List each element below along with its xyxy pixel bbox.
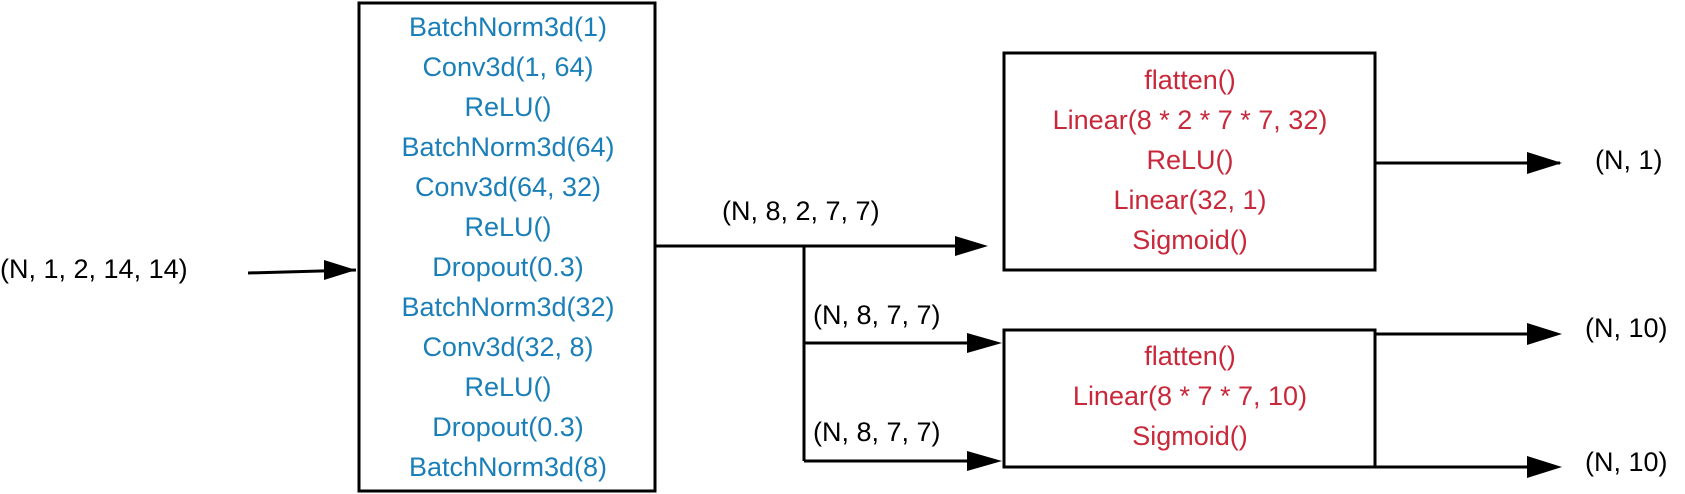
encoder-layer-1: BatchNorm3d(1) (409, 12, 607, 42)
top-head-arrowhead (955, 236, 988, 256)
encoder-layer-4: BatchNorm3d(64) (401, 132, 614, 162)
encoder-layer-3: ReLU() (464, 92, 551, 122)
branch-1-arrowhead (967, 333, 1002, 353)
bottom-head-block (1002, 328, 1377, 469)
top-head-layer-1: flatten() (1144, 65, 1236, 95)
bottom-head-layer-3: Sigmoid() (1132, 421, 1248, 451)
encoder-output-shape-label: (N, 8, 2, 7, 7) (722, 196, 880, 226)
input-shape-label: (N, 1, 2, 14, 14) (0, 254, 188, 284)
branch-2-arrowhead (967, 451, 1002, 471)
bottom-head-output-2-arrowhead (1527, 456, 1562, 478)
branch-2-shape-label: (N, 8, 7, 7) (813, 417, 941, 447)
branch-1-shape-label: (N, 8, 7, 7) (813, 300, 941, 330)
bottom-head-layer-1: flatten() (1144, 341, 1236, 371)
encoder-layer-9: Conv3d(32, 8) (422, 332, 593, 362)
bottom-head-layer-2: Linear(8 * 7 * 7, 10) (1073, 381, 1307, 411)
top-head-layer-list: flatten() Linear(8 * 2 * 7 * 7, 32) ReLU()… (1053, 65, 1328, 255)
encoder-layer-5: Conv3d(64, 32) (415, 172, 601, 202)
bottom-head-output-1-arrowhead (1527, 323, 1562, 345)
bottom-head-layer-list: flatten() Linear(8 * 7 * 7, 10) Sigmoid() (1073, 341, 1307, 451)
encoder-layer-12: BatchNorm3d(8) (409, 452, 607, 482)
top-head-layer-4: Linear(32, 1) (1113, 185, 1266, 215)
encoder-layer-2: Conv3d(1, 64) (422, 52, 593, 82)
input-arrowhead (324, 260, 356, 280)
encoder-layer-10: ReLU() (464, 372, 551, 402)
top-head-output-arrowhead (1527, 152, 1562, 174)
bottom-head-output-1-shape-label: (N, 10) (1585, 313, 1668, 343)
encoder-layer-8: BatchNorm3d(32) (401, 292, 614, 322)
top-head-layer-3: ReLU() (1146, 145, 1233, 175)
top-head-layer-2: Linear(8 * 2 * 7 * 7, 32) (1053, 105, 1328, 135)
encoder-layer-6: ReLU() (464, 212, 551, 242)
bottom-head-output-2-shape-label: (N, 10) (1585, 447, 1668, 477)
top-head-layer-5: Sigmoid() (1132, 225, 1248, 255)
encoder-layer-7: Dropout(0.3) (432, 252, 584, 282)
encoder-layer-list: BatchNorm3d(1) Conv3d(1, 64) ReLU() BatchNo… (401, 12, 614, 482)
encoder-layer-11: Dropout(0.3) (432, 412, 584, 442)
top-head-output-shape-label: (N, 1) (1595, 145, 1663, 175)
